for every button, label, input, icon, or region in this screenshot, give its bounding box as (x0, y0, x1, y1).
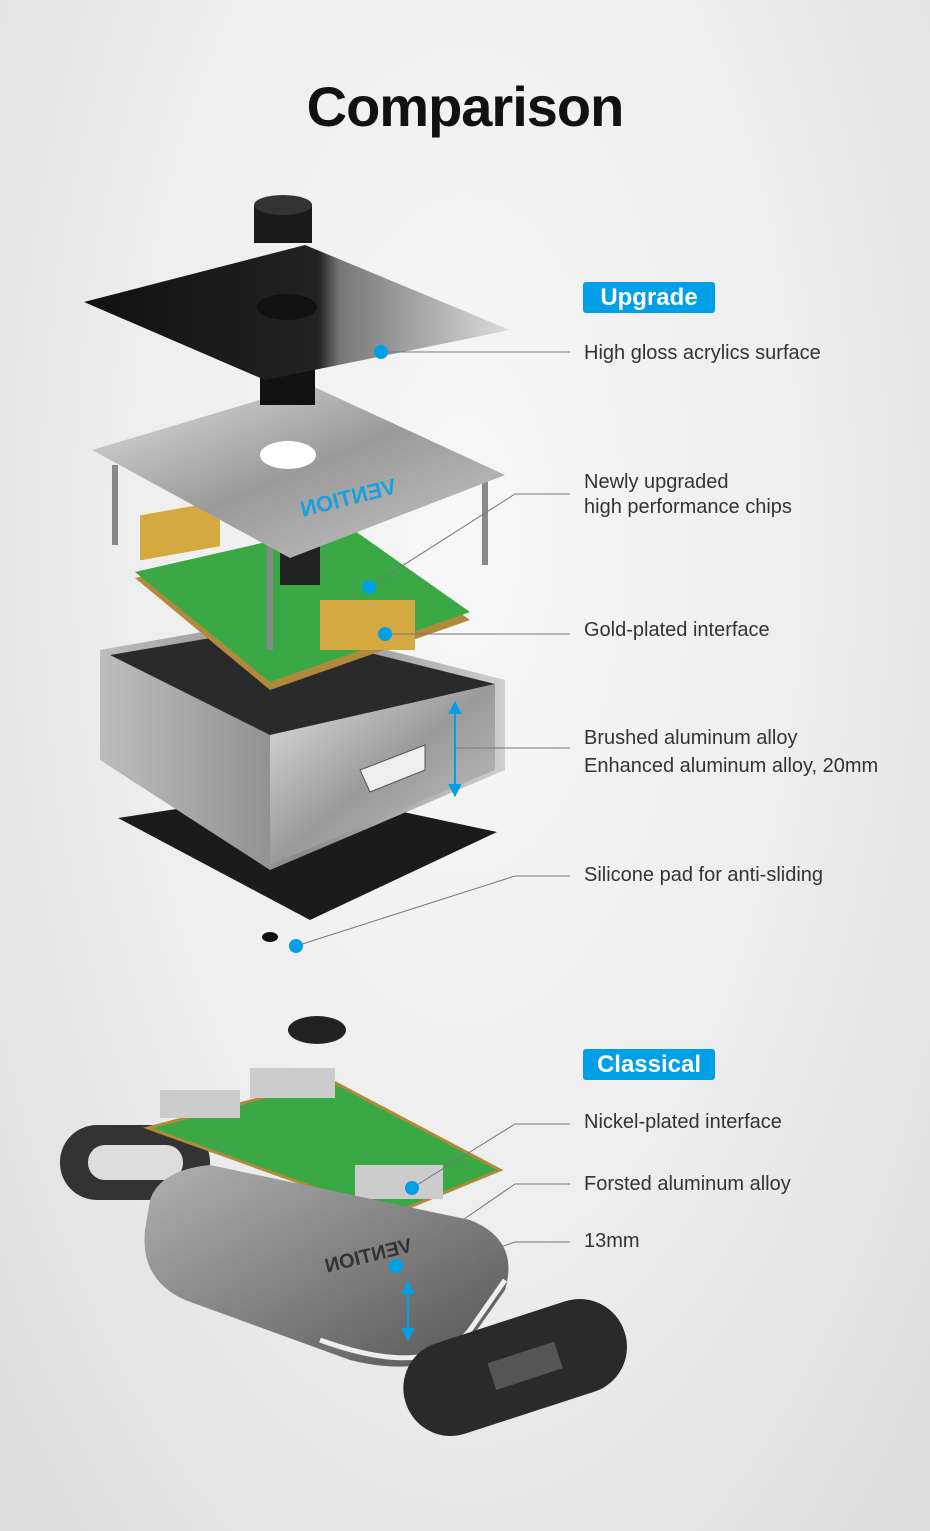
feature-nickel: Nickel-plated interface (584, 1110, 782, 1135)
feature-13mm: 13mm (584, 1229, 640, 1254)
page-title: Comparison (306, 75, 625, 138)
feature-line: Enhanced aluminum alloy, 20mm (584, 755, 879, 777)
feature-frosted: Forsted aluminum alloy (584, 1172, 791, 1197)
feature-line: 13mm (584, 1230, 640, 1252)
acrylic-top (84, 195, 510, 405)
callout-lines (295, 351, 570, 1267)
feature-line: Brushed aluminum alloy (584, 727, 798, 749)
feature-line: Gold-plated interface (584, 619, 770, 641)
feature-line: High gloss acrylics surface (584, 342, 821, 364)
feature-silicone: Silicone pad for anti-sliding (584, 863, 823, 888)
feature-line: Forsted aluminum alloy (584, 1173, 791, 1195)
frosted-shell: VENTION (144, 1165, 509, 1367)
upgrade-device: VENTION (84, 195, 510, 942)
height-arrows (401, 700, 462, 1342)
classical-badge: Classical (583, 1049, 715, 1080)
feature-line: Silicone pad for anti-sliding (584, 864, 824, 886)
upgrade-badge: Upgrade (583, 282, 715, 313)
callout-dots (289, 345, 419, 1273)
steel-plate: VENTION (92, 385, 505, 650)
rubber-button (288, 1016, 346, 1044)
feature-line: high performance chips (584, 496, 792, 518)
feature-acrylic: High gloss acrylics surface (584, 341, 821, 366)
feature-chips: Newly upgraded high performance chips (584, 470, 792, 520)
feature-line: Newly upgraded (584, 471, 729, 493)
feature-line: Nickel-plated interface (584, 1111, 782, 1133)
feature-gold: Gold-plated interface (584, 618, 770, 643)
aluminum-shell (100, 620, 505, 870)
pcb-board (135, 501, 470, 690)
classical-device: VENTION (60, 1016, 627, 1436)
